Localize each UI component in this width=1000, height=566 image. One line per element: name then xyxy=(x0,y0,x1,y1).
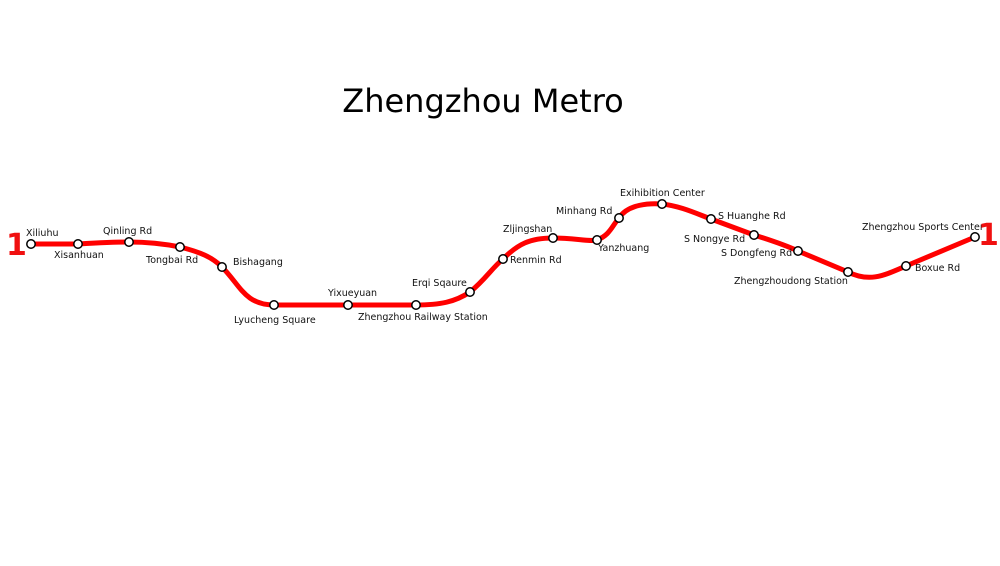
station[interactable]: Exihibition Center xyxy=(620,188,705,209)
station[interactable]: Zhengzhou Sports Center xyxy=(862,222,984,242)
station-marker[interactable] xyxy=(26,239,36,249)
station-label: S Nongye Rd xyxy=(684,234,745,245)
station-label: Boxue Rd xyxy=(915,263,960,274)
line-number-start: 1 xyxy=(6,228,27,263)
station[interactable]: S Huanghe Rd xyxy=(706,211,786,224)
station-marker[interactable] xyxy=(592,235,602,245)
station-label: Yixueyuan xyxy=(327,288,377,299)
station[interactable]: Bishagang xyxy=(217,257,283,272)
station-marker[interactable] xyxy=(901,261,911,271)
station-label: Yanzhuang xyxy=(597,243,649,254)
station-label: Minhang Rd xyxy=(556,206,612,217)
station-label: Renmin Rd xyxy=(510,255,562,266)
station[interactable]: Zhengzhoudong Station xyxy=(734,267,853,287)
station[interactable]: Yanzhuang xyxy=(592,235,649,254)
station-marker[interactable] xyxy=(657,199,667,209)
station[interactable]: S Dongfeng Rd xyxy=(721,246,803,259)
station-marker[interactable] xyxy=(124,237,134,247)
station-label: Zhengzhou Sports Center xyxy=(862,222,984,233)
station[interactable]: Tongbai Rd xyxy=(145,242,198,266)
station-label: Erqi Sqaure xyxy=(412,278,467,289)
station[interactable]: Boxue Rd xyxy=(901,261,960,274)
station-label: S Huanghe Rd xyxy=(718,211,786,222)
station-label: Tongbai Rd xyxy=(145,255,198,266)
station-marker[interactable] xyxy=(614,213,624,223)
station-label: Zljingshan xyxy=(503,224,552,235)
station-label: Bishagang xyxy=(233,257,283,268)
station[interactable]: Erqi Sqaure xyxy=(412,278,475,297)
station-label: Zhengzhou Railway Station xyxy=(358,312,488,323)
station-label: Xiliuhu xyxy=(26,228,59,239)
station[interactable]: Minhang Rd xyxy=(556,206,624,223)
station-marker[interactable] xyxy=(465,287,475,297)
station-marker[interactable] xyxy=(217,262,227,272)
station[interactable]: Xiliuhu xyxy=(26,228,59,249)
station[interactable]: Qinling Rd xyxy=(103,226,152,247)
station-marker[interactable] xyxy=(706,214,716,224)
line-number-end: 1 xyxy=(978,218,999,253)
station-label: Qinling Rd xyxy=(103,226,152,237)
station-marker[interactable] xyxy=(411,300,421,310)
station[interactable]: Zhengzhou Railway Station xyxy=(358,300,488,323)
station-label: Exihibition Center xyxy=(620,188,705,199)
station-marker[interactable] xyxy=(269,300,279,310)
station-label: Xisanhuan xyxy=(54,250,104,261)
station[interactable]: Xisanhuan xyxy=(54,239,104,261)
station-marker[interactable] xyxy=(749,230,759,240)
station[interactable]: Yixueyuan xyxy=(327,288,377,310)
station[interactable]: Renmin Rd xyxy=(498,254,562,266)
station-marker[interactable] xyxy=(175,242,185,252)
station-label: S Dongfeng Rd xyxy=(721,248,792,259)
station[interactable]: Lyucheng Square xyxy=(234,300,316,326)
station-marker[interactable] xyxy=(970,232,980,242)
station-marker[interactable] xyxy=(793,246,803,256)
station-marker[interactable] xyxy=(843,267,853,277)
station-marker[interactable] xyxy=(73,239,83,249)
station-marker[interactable] xyxy=(343,300,353,310)
station-label: Zhengzhoudong Station xyxy=(734,276,848,287)
station[interactable]: S Nongye Rd xyxy=(684,230,759,245)
station-marker[interactable] xyxy=(548,233,558,243)
station-marker[interactable] xyxy=(498,254,508,264)
station-label: Lyucheng Square xyxy=(234,315,316,326)
map-title: Zhengzhou Metro xyxy=(342,82,624,120)
station[interactable]: Zljingshan xyxy=(503,224,558,243)
